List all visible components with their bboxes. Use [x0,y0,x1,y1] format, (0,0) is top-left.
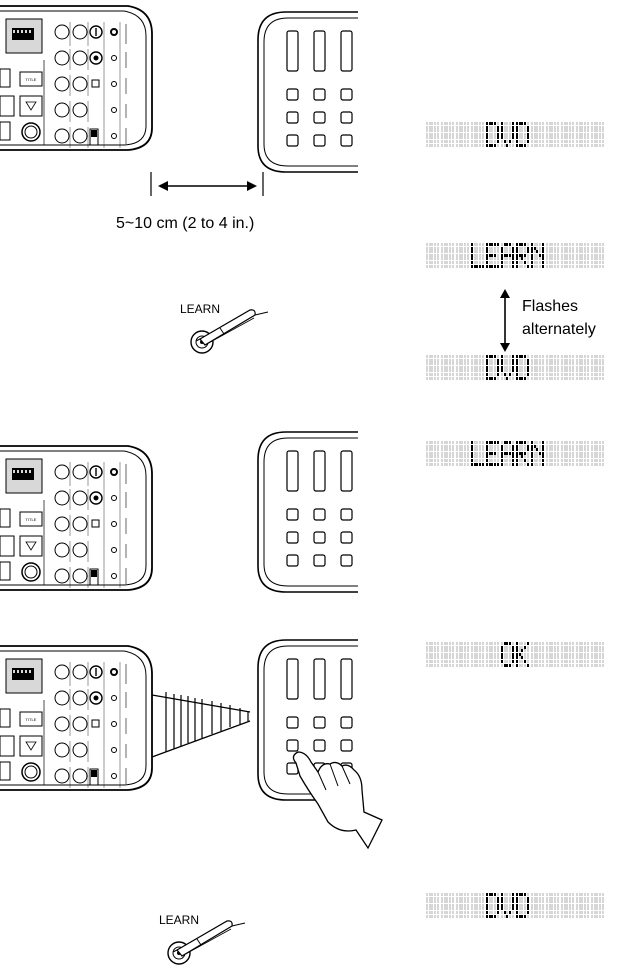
learn-button-press-1 [190,309,269,354]
lcd-display-learn [426,441,604,466]
lcd-blank-cell [561,122,574,147]
lcd-blank-cell [561,893,574,918]
lcd-char-e [486,441,499,466]
lcd-blank-cell [546,893,559,918]
distance-label: 5~10 cm (2 to 4 in.) [116,215,255,232]
lcd-blank-cell [546,243,559,268]
flash-label-line1: Flashes [522,298,579,315]
source-remote-3 [0,645,153,791]
lcd-blank-cell [561,441,574,466]
lcd-blank-cell [531,642,544,667]
lcd-display-dvd-final [426,893,604,918]
learning-remote-1 [257,11,359,173]
lcd-blank-cell [531,893,544,918]
lcd-blank-cell [471,122,484,147]
lcd-blank-cell [591,355,604,380]
lcd-blank-cell [576,243,589,268]
lcd-blank-cell [441,243,454,268]
lcd-blank-cell [576,355,589,380]
lcd-char-d [486,893,499,918]
lcd-char-o [501,642,514,667]
lcd-blank-cell [531,355,544,380]
lcd-blank-cell [441,122,454,147]
lcd-char-v [501,355,514,380]
lcd-char-a [501,243,514,268]
distance-arrow [150,172,264,196]
lcd-char-d [486,355,499,380]
learn-button-label: LEARN [180,302,221,316]
lcd-display-dvd [426,122,604,147]
lcd-blank-cell [441,441,454,466]
lcd-blank-cell [426,642,439,667]
lcd-char-k [516,642,529,667]
lcd-blank-cell [561,355,574,380]
lcd-blank-cell [456,893,469,918]
lcd-char-v [501,893,514,918]
lcd-blank-cell [456,441,469,466]
pressing-hand [292,751,383,850]
source-remote-1 [0,5,153,151]
lcd-blank-cell [426,355,439,380]
lcd-char-r [516,243,529,268]
lcd-blank-cell [456,243,469,268]
lcd-blank-cell [561,642,574,667]
learn-button-press-2 [167,920,246,965]
lcd-blank-cell [591,642,604,667]
lcd-blank-cell [426,243,439,268]
lcd-blank-cell [456,355,469,380]
lcd-blank-cell [576,441,589,466]
lcd-char-a [501,441,514,466]
lcd-char-n [531,243,544,268]
lcd-blank-cell [546,122,559,147]
lcd-display-ok [426,642,604,667]
learning-remote-2 [257,431,359,593]
lcd-blank-cell [576,122,589,147]
lcd-char-l [471,441,484,466]
lcd-blank-cell [546,355,559,380]
lcd-blank-cell [471,642,484,667]
lcd-blank-cell [486,642,499,667]
lcd-blank-cell [576,642,589,667]
lcd-char-l [471,243,484,268]
learn-button-label-2: LEARN [159,913,200,927]
lcd-blank-cell [591,122,604,147]
ir-signal-beam [151,692,251,758]
lcd-char-d [516,122,529,147]
lcd-display-learn-flash [426,243,604,268]
lcd-blank-cell [591,893,604,918]
alternate-flash-arrow [500,289,510,352]
lcd-blank-cell [456,122,469,147]
lcd-char-d [516,355,529,380]
lcd-blank-cell [456,642,469,667]
lcd-blank-cell [441,355,454,380]
lcd-blank-cell [546,642,559,667]
lcd-char-r [516,441,529,466]
lcd-blank-cell [426,893,439,918]
lcd-char-n [531,441,544,466]
lcd-char-d [516,893,529,918]
lcd-blank-cell [471,355,484,380]
lcd-blank-cell [561,243,574,268]
lcd-blank-cell [471,893,484,918]
lcd-char-e [486,243,499,268]
lcd-char-v [501,122,514,147]
lcd-blank-cell [441,642,454,667]
lcd-display-dvd-flash [426,355,604,380]
lcd-blank-cell [591,243,604,268]
source-remote-2 [0,445,153,591]
lcd-blank-cell [576,893,589,918]
lcd-blank-cell [546,441,559,466]
lcd-blank-cell [441,893,454,918]
flash-label-line2: alternately [522,321,596,338]
lcd-blank-cell [426,441,439,466]
lcd-blank-cell [426,122,439,147]
lcd-blank-cell [591,441,604,466]
lcd-blank-cell [531,122,544,147]
lcd-char-d [486,122,499,147]
